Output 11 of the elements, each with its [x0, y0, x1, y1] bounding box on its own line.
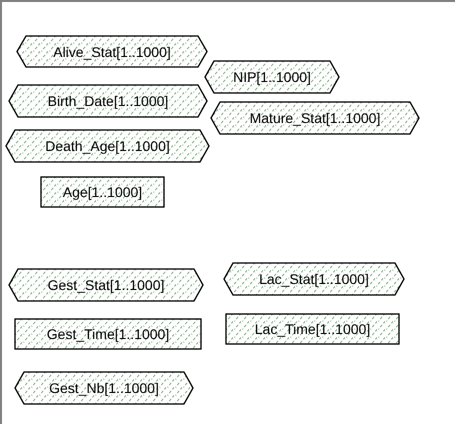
variable-hexagon: Lac_Stat[1..1000]	[223, 262, 405, 296]
variable-hexagon: Death_Age[1..1000]	[5, 129, 210, 163]
variable-box: Lac_Time[1..1000]	[225, 313, 400, 345]
variable-box: Age[1..1000]	[40, 176, 165, 208]
variable-hexagon: Alive_Stat[1..1000]	[16, 35, 208, 68]
variable-hexagon: Gest_Nb[1..1000]	[14, 371, 194, 405]
variable-hexagon: NIP[1..1000]	[204, 60, 340, 94]
variable-box: Gest_Time[1..1000]	[14, 318, 202, 350]
variable-hexagon: Gest_Stat[1..1000]	[8, 268, 204, 302]
variable-hexagon: Mature_Stat[1..1000]	[210, 101, 420, 135]
variable-hexagon: Birth_Date[1..1000]	[8, 84, 208, 118]
